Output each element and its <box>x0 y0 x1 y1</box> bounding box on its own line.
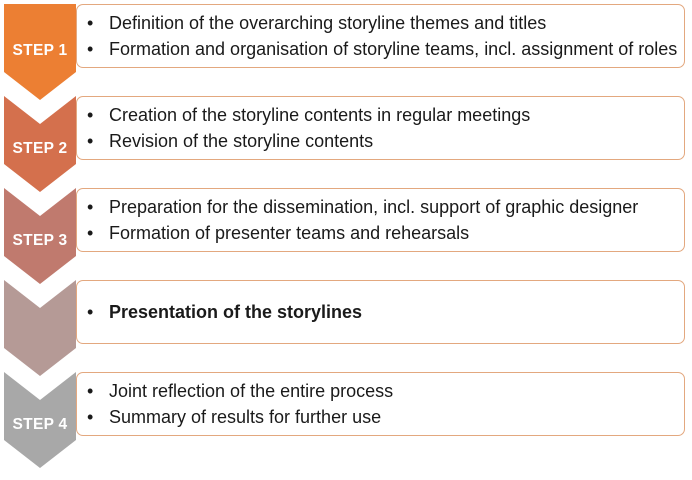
bullet-text: Revision of the storyline contents <box>109 131 374 151</box>
step-label: STEP 4 <box>12 416 68 433</box>
bullet-item: • Revision of the storyline contents <box>87 128 684 154</box>
bullet-item: • Formation of presenter teams and rehear… <box>87 220 684 246</box>
bullet-item: • Creation of the storyline contents in r… <box>87 102 684 128</box>
chevron-shape <box>4 96 76 192</box>
bullet-dot-icon: • <box>87 381 94 401</box>
bullet-dot-icon: • <box>87 223 94 243</box>
bullet-item: • Preparation for the dissemination, incl… <box>87 194 684 220</box>
bullet-text: Presentation of the storylines <box>109 302 363 322</box>
step-content-box: • Definition of the overarching storyline… <box>76 4 685 68</box>
bullet-dot-icon: • <box>87 131 94 151</box>
bullet-text: Formation of presenter teams and rehears… <box>109 223 470 243</box>
step-content-box: •Joint reflection of the entire process•… <box>76 372 685 436</box>
step-chevron <box>0 372 80 480</box>
step-content-box: • Presentation of the storylines <box>76 280 685 344</box>
step-chevron <box>0 4 80 112</box>
step-chevron <box>0 280 80 388</box>
bullet-item: • Summary of results for further use <box>87 404 684 430</box>
step-label: STEP 3 <box>12 232 68 249</box>
step-label: STEP 2 <box>12 140 68 157</box>
bullet-item: • Formation and organisation of storyline… <box>87 36 684 62</box>
bullet-text: Creation of the storyline contents in re… <box>109 105 531 125</box>
bullet-text: Summary of results for further use <box>109 407 382 427</box>
bullet-text: Joint reflection of the entire process <box>109 381 394 401</box>
bullet-text: Definition of the overarching storyline … <box>109 13 547 33</box>
chevron-shape <box>4 4 76 100</box>
bullet-dot-icon: • <box>87 197 94 217</box>
bullet-text: Formation and organisation of storyline … <box>109 39 678 59</box>
bullet-dot-icon: • <box>87 407 94 427</box>
chevron-shape <box>4 372 76 468</box>
bullet-dot-icon: • <box>87 302 94 322</box>
bullet-dot-icon: • <box>87 39 94 59</box>
chevron-shape <box>4 280 76 376</box>
bullet-item: • Definition of the overarching storyline… <box>87 10 684 36</box>
step-chevron <box>0 188 80 296</box>
step-chevron <box>0 96 80 204</box>
bullet-dot-icon: • <box>87 13 94 33</box>
bullet-text: Preparation for the dissemination, incl.… <box>109 197 639 217</box>
step-content-box: • Preparation for the dissemination, incl… <box>76 188 685 252</box>
bullet-dot-icon: • <box>87 105 94 125</box>
chevron-shape <box>4 188 76 284</box>
bullet-item: • Joint reflection of the entire process <box>87 378 684 404</box>
step-content-box: • Creation of the storyline contents in r… <box>76 96 685 160</box>
bullet-item: • Presentation of the storylines <box>87 299 684 325</box>
step-label: STEP 1 <box>12 42 68 59</box>
